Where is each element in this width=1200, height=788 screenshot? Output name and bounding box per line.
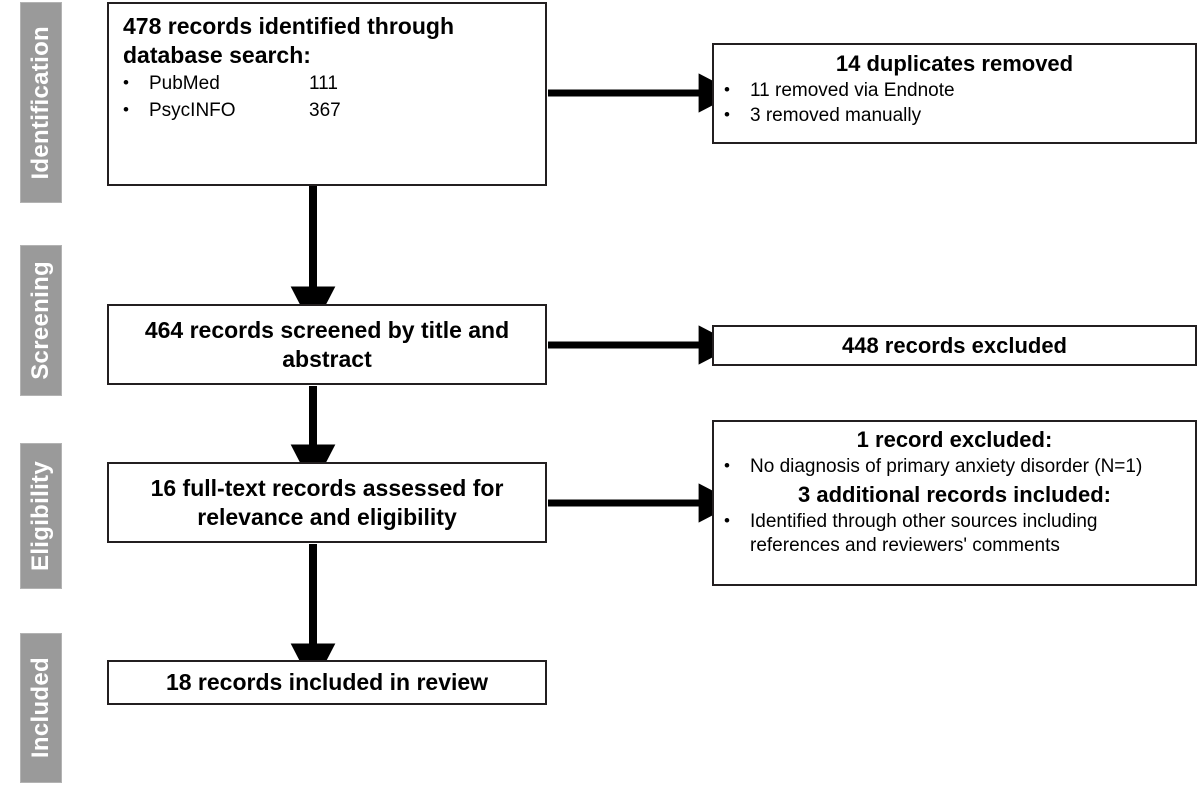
source-count: 367: [309, 99, 341, 121]
stage-bar-identification: Identification: [20, 2, 62, 203]
eligibility-excluded-reason: No diagnosis of primary anxiety disorder…: [750, 456, 1143, 478]
eligibility-excluded-title: 1 record excluded:: [856, 427, 1053, 452]
stage-label-included: Included: [27, 657, 54, 759]
bullet-icon: •: [123, 99, 129, 119]
box-eligibility-outcome: 1 record excluded: • No diagnosis of pri…: [712, 420, 1197, 586]
records-included-final-title: 18 records included in review: [165, 669, 489, 696]
fulltext-assessed-title-line1: 16 full-text records assessed for: [150, 474, 504, 501]
list-item: • 3 removed manually: [724, 104, 1185, 128]
box-records-included-final: 18 records included in review: [107, 660, 547, 705]
records-screened-title-line2: abstract: [282, 345, 372, 372]
records-screened-title-line1: 464 records screened by title and: [144, 316, 510, 343]
list-item: • Identified through other sources inclu…: [724, 510, 1185, 558]
stage-label-identification: Identification: [27, 25, 54, 180]
fulltext-assessed-title-line2: relevance and eligibility: [197, 503, 457, 530]
records-identified-source-list: • PubMed 111 • PsycINFO 367: [123, 72, 531, 123]
records-identified-title-line2: database search:: [123, 41, 311, 68]
duplicates-removed-detail: 3 removed manually: [750, 105, 922, 127]
list-item: • 11 removed via Endnote: [724, 79, 1185, 103]
box-records-screened: 464 records screened by title and abstra…: [107, 304, 547, 385]
source-count: 111: [309, 73, 338, 95]
box-duplicates-removed: 14 duplicates removed • 11 removed via E…: [712, 43, 1197, 144]
eligibility-additional-title: 3 additional records included:: [798, 482, 1111, 508]
eligibility-additional-source-line2: references and reviewers' comments: [750, 535, 1060, 557]
stage-bar-included: Included: [20, 633, 62, 783]
list-item: • No diagnosis of primary anxiety disord…: [724, 455, 1185, 479]
stage-bar-eligibility: Eligibility: [20, 443, 62, 589]
source-name: PsycINFO: [149, 99, 236, 121]
eligibility-additional-source-line1: Identified through other sources includi…: [750, 511, 1098, 533]
list-item: • PsycINFO 367: [123, 99, 531, 123]
box-records-identified: 478 records identified through database …: [107, 2, 547, 186]
duplicates-removed-detail: 11 removed via Endnote: [750, 80, 955, 102]
bullet-icon: •: [724, 105, 730, 125]
stage-label-eligibility: Eligibility: [27, 461, 54, 571]
records-identified-title-line1: 478 records identified through: [123, 13, 454, 39]
stage-bar-screening: Screening: [20, 245, 62, 396]
box-records-excluded-screening: 448 records excluded: [712, 325, 1197, 366]
bullet-icon: •: [724, 80, 730, 100]
bullet-icon: •: [724, 511, 730, 531]
box-fulltext-assessed: 16 full-text records assessed for releva…: [107, 462, 547, 543]
bullet-icon: •: [724, 456, 730, 476]
duplicates-removed-title: 14 duplicates removed: [835, 51, 1074, 76]
records-excluded-screening-title: 448 records excluded: [841, 332, 1067, 358]
source-name: PubMed: [149, 73, 220, 95]
stage-label-screening: Screening: [27, 261, 54, 380]
list-item: • PubMed 111: [123, 72, 531, 96]
bullet-icon: •: [123, 73, 129, 93]
duplicates-removed-list: • 11 removed via Endnote • 3 removed man…: [724, 79, 1185, 128]
